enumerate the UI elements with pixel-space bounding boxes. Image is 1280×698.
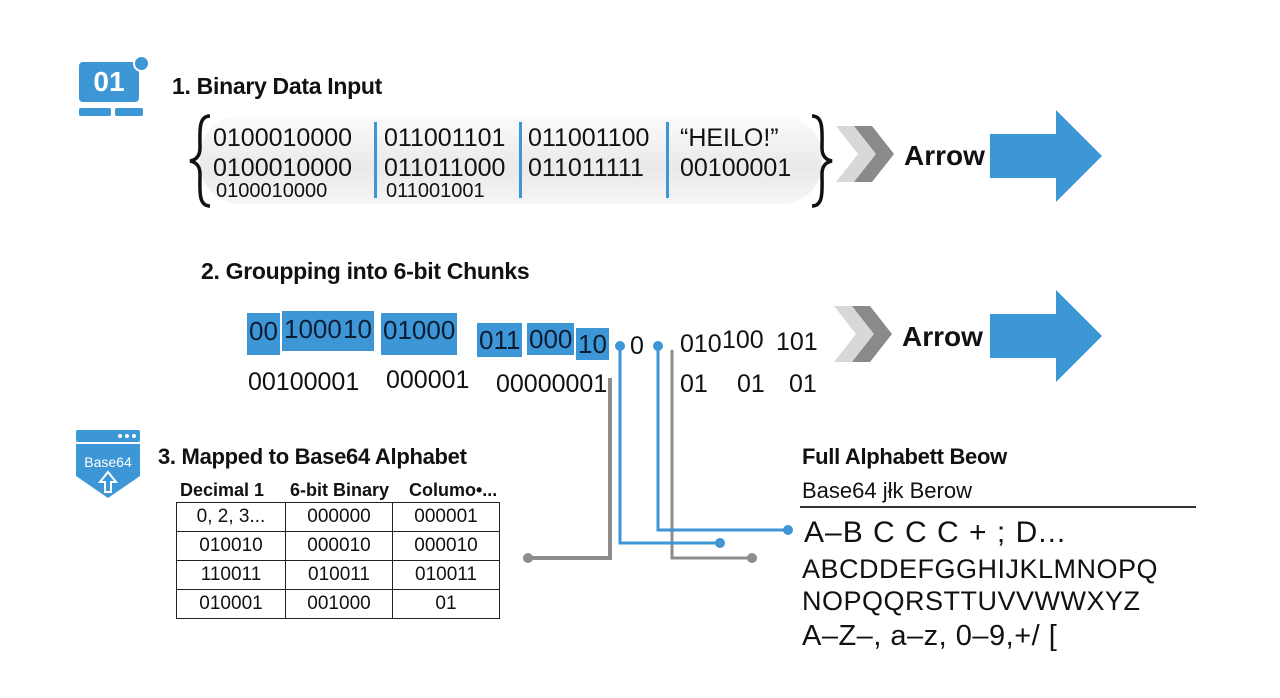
mapping-table: 0, 2, 3... 000000 000001 010010 000010 0… (176, 502, 500, 619)
trailing-bit: 0 (630, 332, 644, 360)
group-separator (666, 122, 669, 198)
table-cell: 000010 (285, 531, 393, 561)
section1-title: 1. Binary Data Input (172, 73, 382, 99)
bit-group: 00000001 (496, 370, 608, 398)
alphabet-line: ABCDDEFGGHIJKLMNOPQ (802, 554, 1159, 584)
alphabet-subtitle: Base64 jłk Berow (802, 478, 972, 503)
icon-bar (79, 108, 111, 116)
binary-value: 011001100 (528, 124, 650, 152)
bit-group: 01 (680, 370, 708, 398)
alphabet-title: Full Alphabett Beow (802, 444, 1007, 469)
right-brace-icon (811, 114, 833, 208)
alphabet-line: NOPQQRSTTUVVWWXYZ (802, 586, 1141, 616)
base64-shield-icon (76, 430, 140, 498)
table-header: 6-bit Binary (290, 480, 390, 500)
arrow-label: Arrow (904, 140, 985, 171)
icon-text: 01 (93, 66, 125, 97)
section2-title: 2. Groupping into 6-bit Chunks (201, 258, 530, 284)
alphabet-line: A–B C C C + ; D... (804, 516, 1067, 549)
table-header: Columo•... (409, 480, 498, 500)
trailing-bits: 100 (722, 326, 764, 354)
chevron-right-icon (836, 126, 894, 182)
bit-chunk: 011 (477, 323, 523, 357)
table-header: Decimal 1 (180, 480, 265, 500)
table-cell: 000010 (392, 531, 500, 561)
bit-group: 000001 (386, 366, 470, 394)
icon-bar (115, 108, 143, 116)
bit-chunk: 1000 (282, 311, 344, 351)
table-cell: 001000 (285, 589, 393, 619)
group-separator (519, 122, 522, 198)
binary-value: 011001101 (384, 124, 506, 152)
left-brace-icon (189, 114, 211, 208)
table-cell: 000000 (285, 502, 393, 532)
binary-01-icon: 01 (79, 62, 139, 102)
alphabet-line: A–Z–, a–z, 0–9,+/ [ (802, 620, 1058, 652)
binary-value: 0100010000 (213, 124, 353, 152)
binary-value: 0100010000 (216, 180, 328, 202)
arrow-right-icon (990, 290, 1102, 382)
bit-group: 01 (789, 370, 817, 398)
quoted-text: “HEILO!” (680, 124, 779, 152)
binary-value: 00100001 (680, 154, 792, 182)
bit-group: 01 (737, 370, 765, 398)
table-cell: 010011 (285, 560, 393, 590)
bit-chunk: 00 (247, 313, 280, 355)
binary-value: 0100010000 (213, 154, 353, 182)
bit-chunk: 10 (341, 311, 374, 351)
binary-value: 011001001 (386, 180, 485, 202)
table-cell: 110011 (176, 560, 286, 590)
bit-group: 00100001 (248, 368, 360, 396)
trailing-bits: 101 (776, 328, 818, 356)
group-separator (374, 122, 377, 198)
trailing-bits: 010 (680, 330, 722, 358)
table-row: 010001 001000 01 (176, 589, 500, 619)
table-cell: 01 (392, 589, 500, 619)
binary-tube (200, 116, 822, 204)
arrow-right-icon (990, 110, 1102, 202)
binary-value: 011011111 (528, 154, 644, 182)
table-cell: 010010 (176, 531, 286, 561)
icon-dot (133, 55, 150, 72)
binary-value: 011011000 (384, 154, 506, 182)
arrow-label: Arrow (902, 321, 983, 352)
table-row: 0, 2, 3... 000000 000001 (176, 502, 500, 532)
bit-chunk: 000 (527, 323, 575, 355)
bit-chunk: 10 (576, 328, 609, 360)
table-cell: 010001 (176, 589, 286, 619)
table-cell: 000001 (392, 502, 500, 532)
table-row: 110011 010011 010011 (176, 560, 500, 590)
table-cell: 010011 (392, 560, 500, 590)
bit-chunk: 01000 (381, 313, 458, 355)
table-row: 010010 000010 000010 (176, 531, 500, 561)
section3-title: 3. Mapped to Base64 Alphabet (158, 444, 467, 469)
chevron-right-icon (834, 306, 892, 362)
divider (800, 506, 1196, 508)
table-cell: 0, 2, 3... (176, 502, 286, 532)
base64-icon-label: Base64 (84, 454, 132, 470)
